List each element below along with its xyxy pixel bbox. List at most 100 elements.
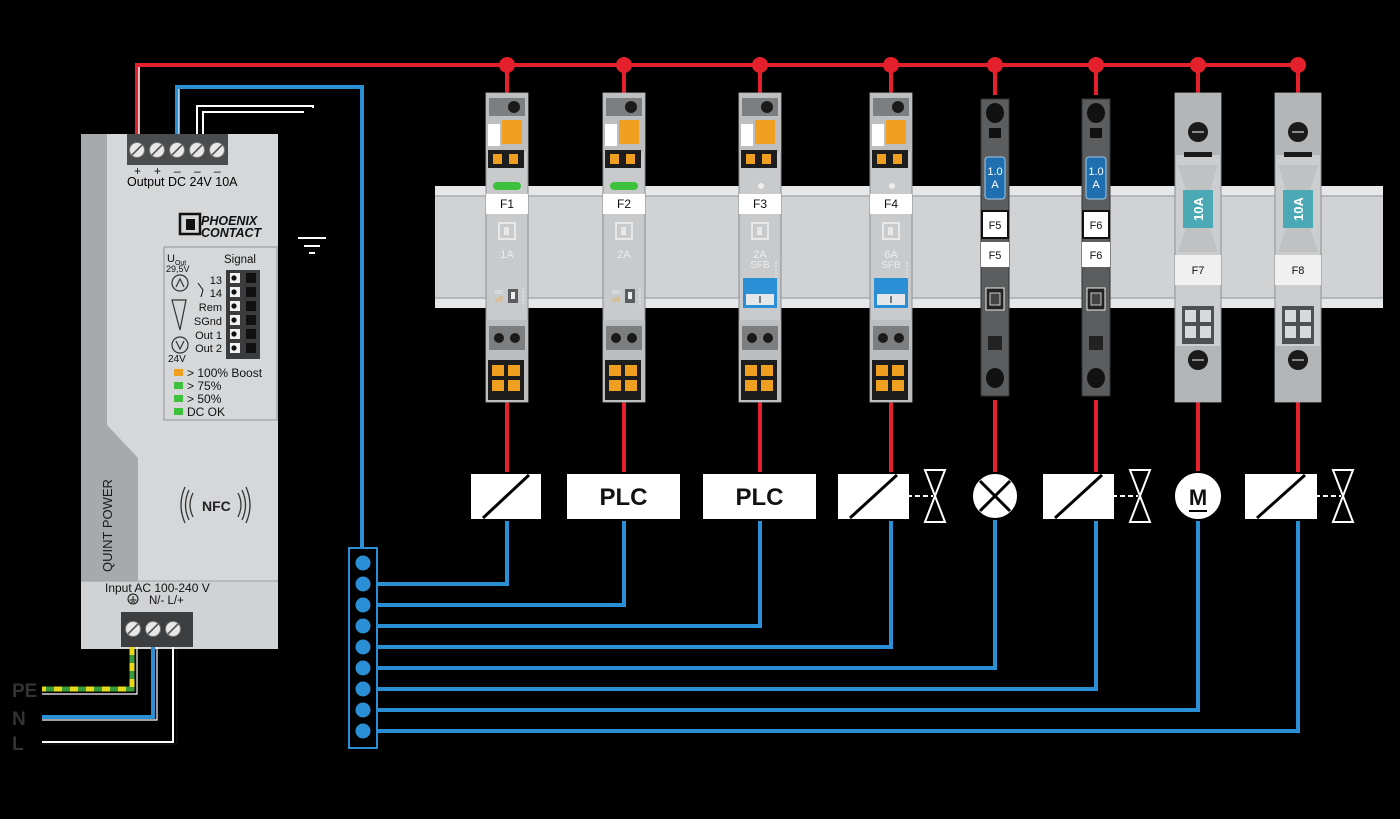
connector-pin [761, 365, 773, 376]
connector-pin [746, 154, 755, 164]
signal-terminal-release[interactable] [246, 301, 256, 311]
mains-label-n: N [12, 709, 26, 730]
breaker-sfb-label: SFB [881, 260, 901, 271]
fuse-cartridge[interactable] [1183, 190, 1213, 228]
fuse-rating-unit: A [991, 179, 999, 191]
positive-junction-dot [499, 57, 515, 73]
fuse-id-plate [1275, 255, 1321, 285]
positive-junction-dot [752, 57, 768, 73]
brand-mark-icon [498, 222, 516, 240]
connector-pin [893, 154, 902, 164]
signal-terminal-contact [231, 275, 237, 281]
load-return-wire [362, 520, 626, 607]
bridge-slot [1300, 310, 1311, 322]
fuse-cartridge[interactable] [1085, 156, 1107, 200]
screw-slot [147, 623, 159, 635]
motor-label: M [1189, 485, 1207, 510]
negative-terminal-point[interactable] [355, 639, 371, 655]
push-in-release-button[interactable] [755, 120, 775, 144]
push-in-release-button[interactable] [502, 120, 522, 144]
fuse-rating-unit: A [1092, 179, 1100, 191]
mains-n-wire [42, 647, 155, 719]
led-indicator-icon [174, 369, 183, 376]
fuse-id-label-2: F5 [989, 250, 1002, 262]
fuse-holder-bevel [1178, 228, 1218, 252]
push-in-release-button[interactable] [886, 120, 906, 144]
output-polarity-label: – [194, 164, 201, 178]
fuse-cartridge[interactable] [984, 156, 1006, 200]
plc-box [701, 472, 818, 521]
negative-terminal-point[interactable] [355, 681, 371, 697]
plc-box [565, 472, 682, 521]
led-legend-label: > 100% Boost [187, 366, 263, 380]
connector-pin [876, 365, 888, 376]
brand-mark-icon [751, 222, 769, 240]
push-in-release-button[interactable] [619, 120, 639, 144]
output-polarity-label: – [214, 164, 221, 178]
brand-mark-inner [888, 227, 893, 235]
load-return-wire [362, 520, 997, 670]
connector-pin [745, 365, 757, 376]
screw-slot [191, 144, 203, 156]
fuse-id-label: F8 [1292, 265, 1305, 277]
signal-terminal-release[interactable] [246, 329, 256, 339]
mains-n-wire-edge [42, 647, 158, 721]
negative-terminal-point[interactable] [355, 702, 371, 718]
status-indicator [889, 183, 895, 189]
positive-junction-dot [1088, 57, 1104, 73]
terminal-window [988, 336, 1002, 350]
signal-terminal-release[interactable] [246, 273, 256, 283]
connector-pin [492, 365, 504, 376]
positive-junction-dot [1190, 57, 1206, 73]
mains-pe-wire [42, 647, 135, 692]
bridge-slot [1300, 326, 1311, 338]
signal-terminal-release[interactable] [246, 287, 256, 297]
potentiometer-up-icon [171, 274, 189, 292]
connector-pin [892, 365, 904, 376]
brand-mark-icon [882, 222, 900, 240]
relay-coil-diagonal [1053, 473, 1104, 520]
screw-icon [761, 101, 773, 113]
signal-terminal-release[interactable] [246, 343, 256, 353]
breaker-id-label: F1 [500, 197, 514, 211]
negative-terminal-point[interactable] [355, 618, 371, 634]
negative-terminal-point[interactable] [355, 723, 371, 739]
load-return-wire [362, 520, 509, 586]
signal-terminal-release[interactable] [246, 315, 256, 325]
load-return-wire [362, 520, 1300, 733]
negative-terminal-point[interactable] [355, 660, 371, 676]
output-label: Output DC 24V 10A [127, 175, 238, 189]
negative-terminal-point[interactable] [355, 576, 371, 592]
connector-pin [892, 380, 904, 391]
relay-coil-diagonal [481, 473, 531, 520]
off-marker: off [495, 297, 503, 304]
breaker-rating-label: 2A [753, 249, 767, 261]
fuse-cartridge[interactable] [1283, 190, 1313, 228]
connector-pin [762, 154, 771, 164]
negative-terminal-point[interactable] [355, 555, 371, 571]
screw-slot [171, 144, 183, 156]
output-polarity-label: + [154, 164, 161, 178]
load-return-wire [362, 520, 1098, 691]
uout-label: UOut [167, 253, 186, 267]
signal-terminal-label: Out 2 [195, 343, 222, 355]
breaker-sfb-label: SFB [750, 260, 770, 271]
screw-icon [763, 333, 773, 343]
screw-icon [894, 333, 904, 343]
signal-terminal-contact [231, 331, 237, 337]
screw-slot [151, 144, 163, 156]
screw-slot [131, 144, 143, 156]
breaker-id-label: F4 [884, 197, 898, 211]
negative-terminal-point[interactable] [355, 597, 371, 613]
fuse-id-plate-2 [1082, 242, 1110, 267]
relay-contact-icon [197, 282, 204, 298]
mains-label-l: L [12, 734, 24, 755]
